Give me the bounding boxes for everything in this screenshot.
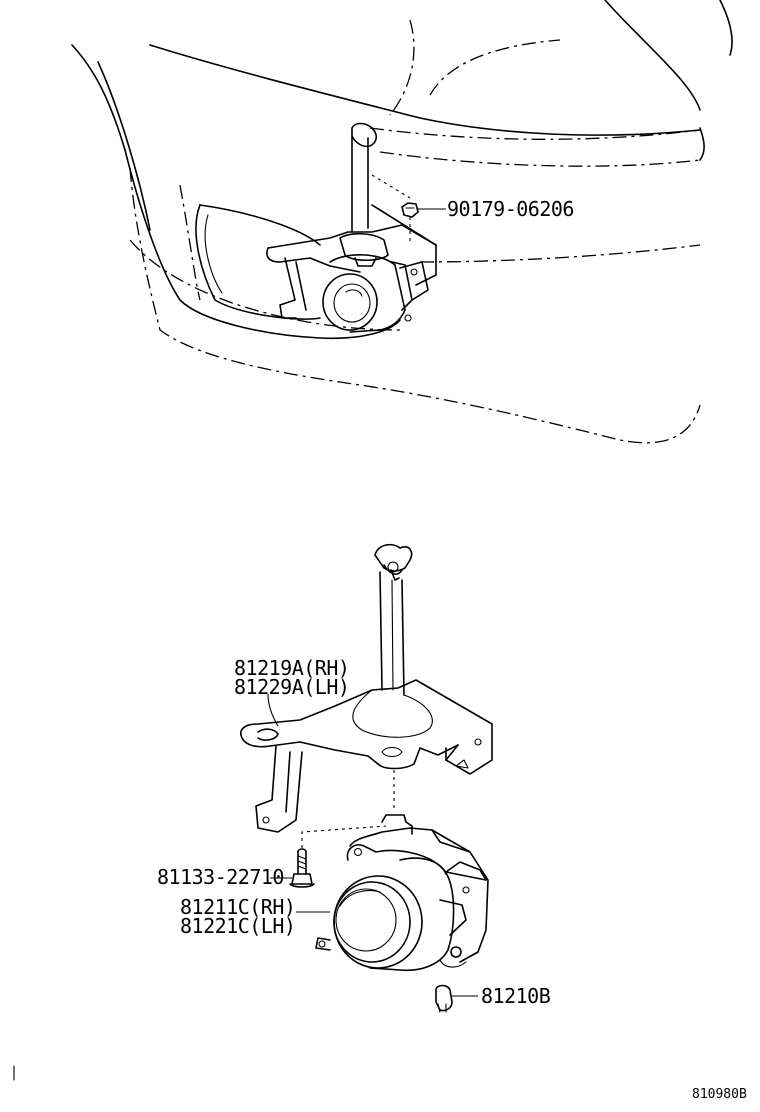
label-bulb-81210b: 81210B: [481, 984, 551, 1008]
bulb-81210b-icon: [435, 984, 478, 1013]
nut-90179-icon: [401, 202, 419, 218]
fog-lamp-81211c-drawing: [315, 814, 489, 972]
bracket-81219a-drawing: [240, 543, 493, 833]
label-bracket-rh: 81219A(RH): [234, 656, 350, 680]
label-bracket-lh: 81229A(LH): [234, 675, 350, 699]
top-bracket-and-lamp: [266, 122, 446, 333]
label-lamp-lh: 81221C(LH): [180, 914, 296, 938]
label-nut-90179-06206: 90179-06206: [447, 197, 574, 221]
bumper-outline: [71, 0, 733, 444]
screw-81133-icon: [270, 825, 387, 888]
figure-code: 810980B: [692, 1087, 747, 1102]
label-lamp-rh: 81211C(RH): [180, 895, 296, 919]
label-screw-81133-22710: 81133-22710: [157, 865, 284, 889]
bracket-leader-line: [267, 693, 279, 727]
